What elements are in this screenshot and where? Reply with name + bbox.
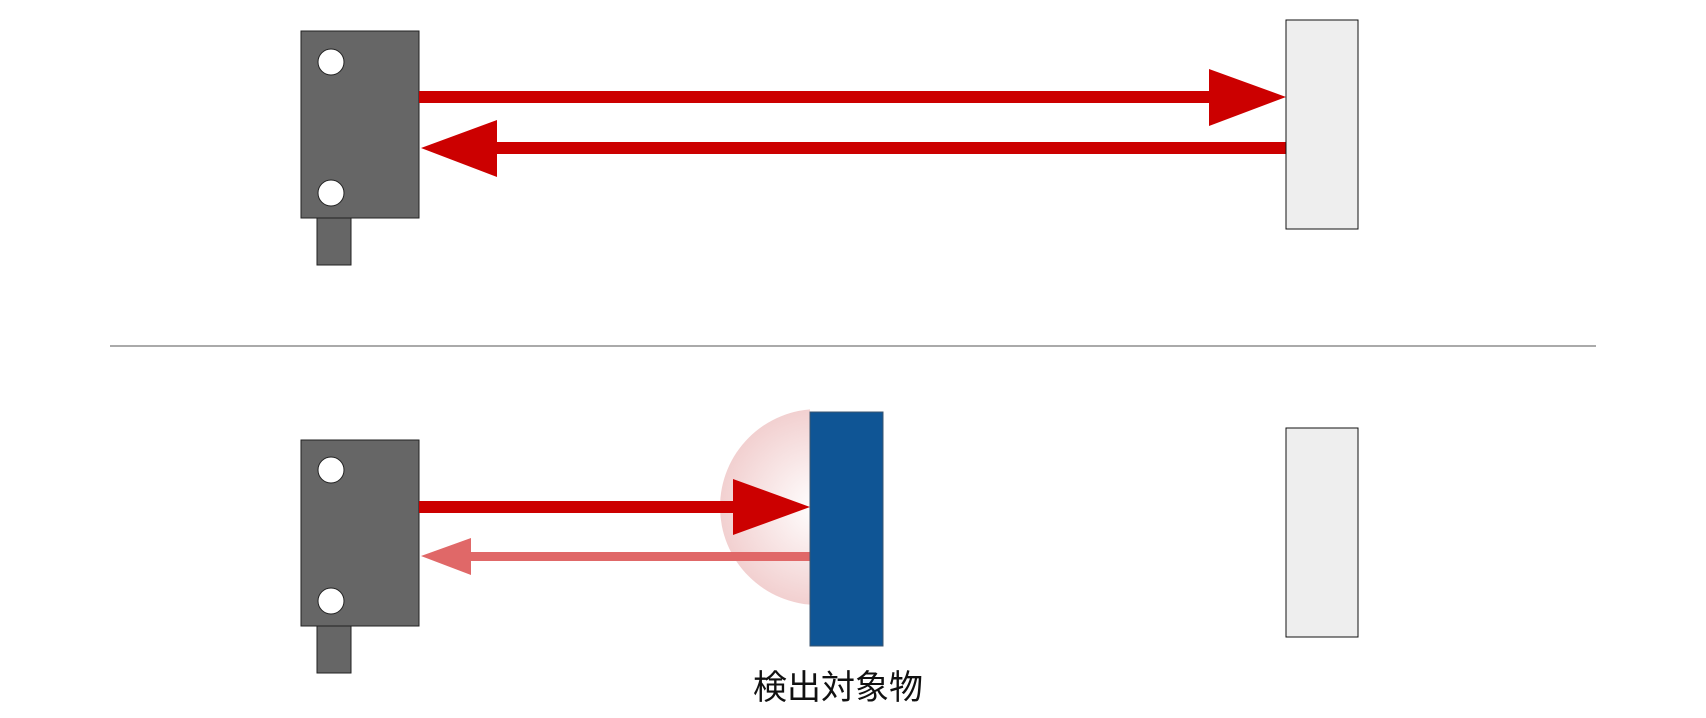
- mounting-hole-icon: [317, 456, 345, 484]
- emitted-beam-arrow: [419, 479, 810, 535]
- top-panel: [300, 19, 1359, 266]
- target-object: [809, 411, 884, 647]
- emitted-beam-arrow: [419, 69, 1286, 126]
- mounting-hole-icon: [317, 48, 345, 76]
- reflector-top: [1285, 19, 1359, 230]
- sensor-cable-stub: [316, 625, 352, 674]
- sensor-cable-stub: [316, 217, 352, 266]
- mounting-hole-icon: [317, 179, 345, 207]
- reflector-bottom: [1285, 427, 1359, 638]
- mounting-hole-icon: [317, 587, 345, 615]
- reflected-beam-arrow: [421, 120, 1286, 177]
- weak-return-beam-arrow: [421, 538, 810, 575]
- sensor-top: [300, 30, 420, 266]
- target-object-label: 検出対象物: [753, 668, 923, 708]
- bottom-panel: [300, 409, 1359, 674]
- sensor-bottom: [300, 439, 420, 674]
